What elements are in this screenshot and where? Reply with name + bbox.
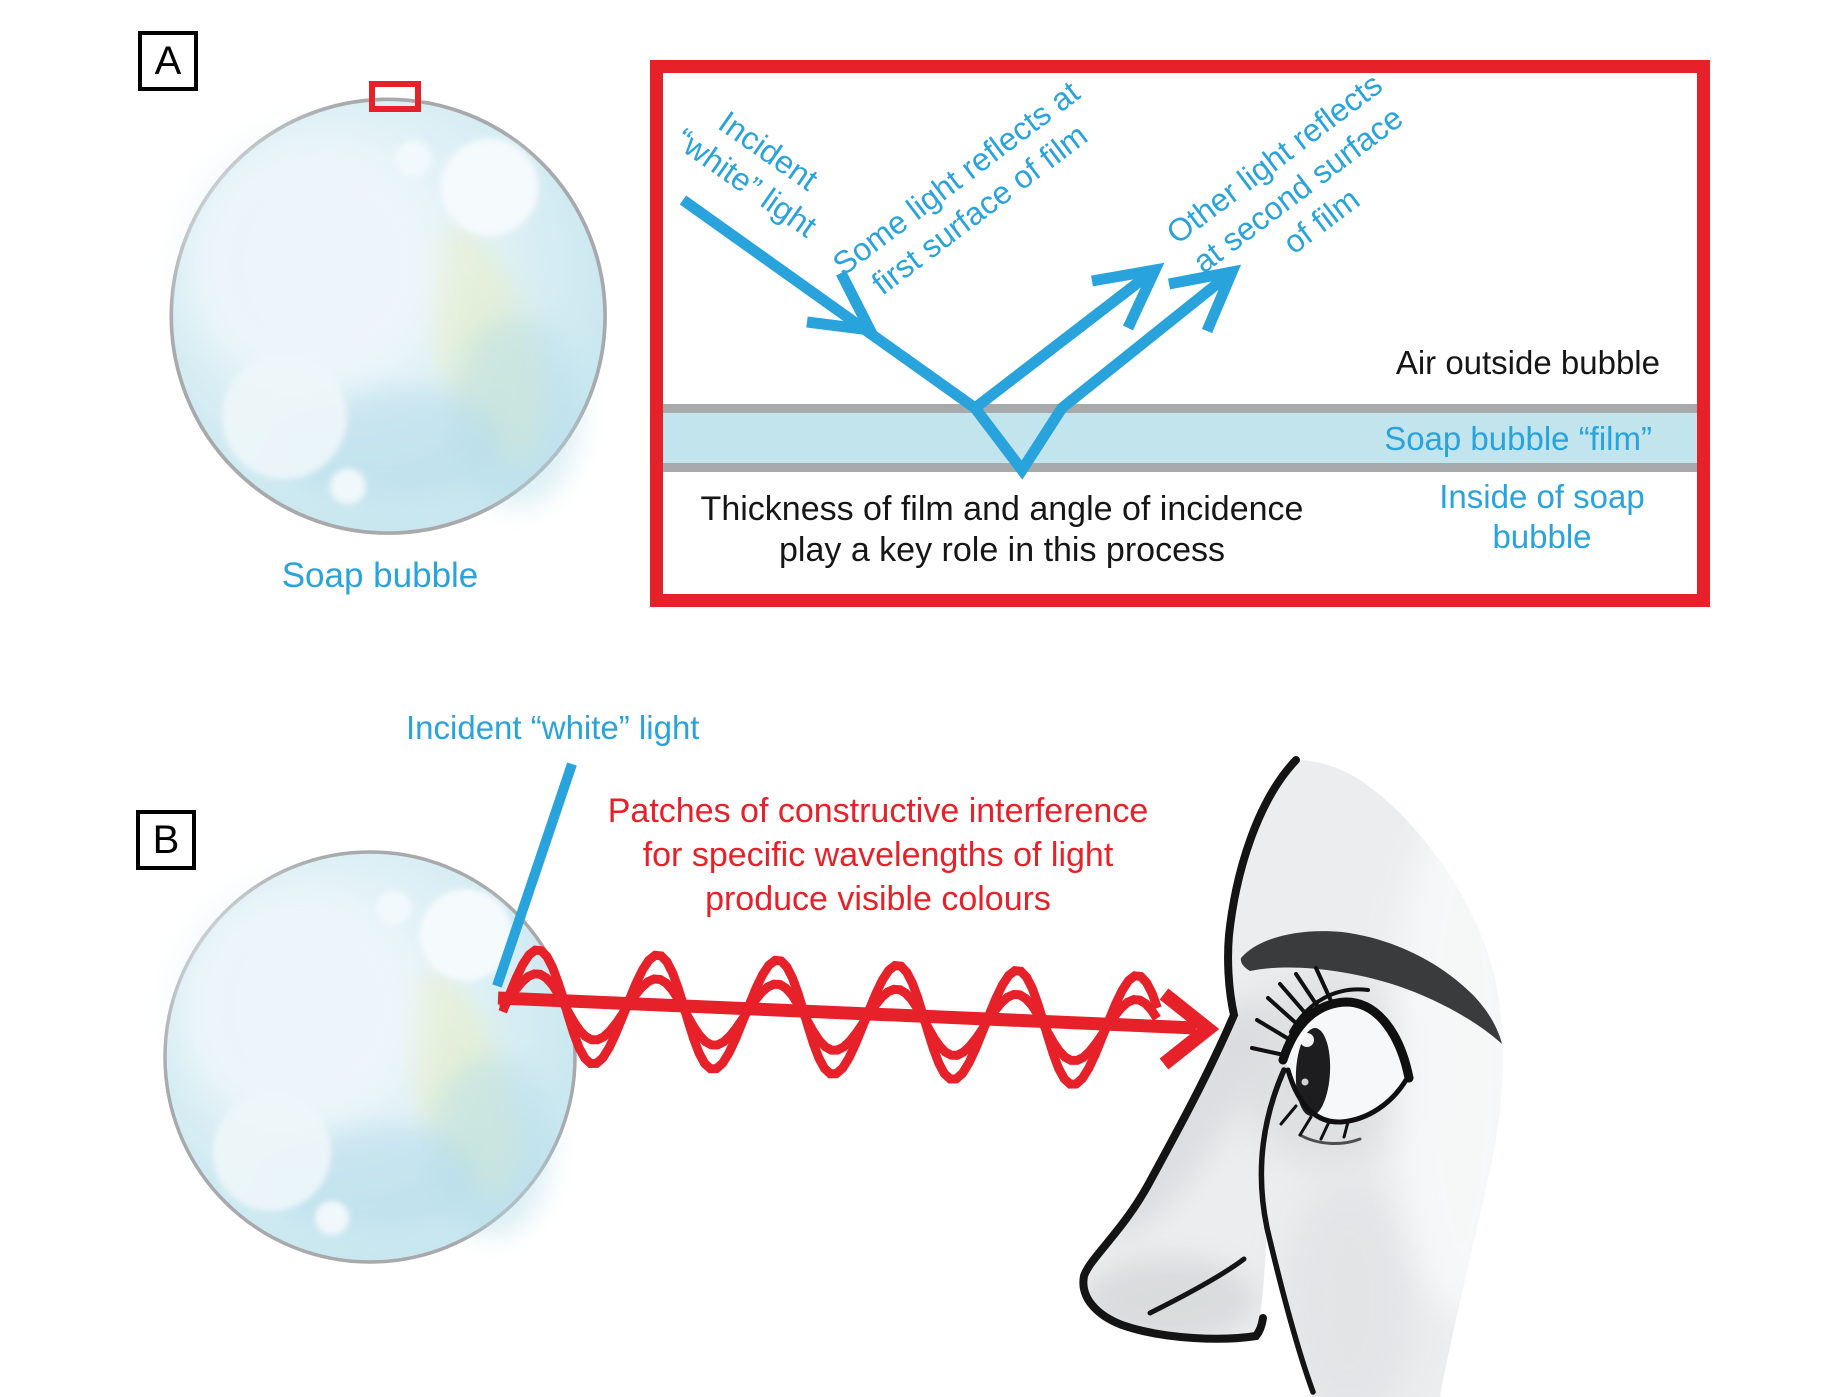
upper-eyelid: [1278, 997, 1414, 1083]
panel-a-label: A: [138, 31, 198, 91]
soap-bubble-a-illustration: [171, 81, 605, 533]
upper-lashes: [1250, 966, 1334, 1057]
lower-eyelid: [1285, 1067, 1409, 1125]
magnified-region-marker: [369, 81, 421, 112]
interference-note-line2: for specific wavelengths of light: [642, 836, 1114, 874]
soap-bubble-b-illustration: [165, 852, 575, 1262]
film-layer-label: Soap bubble “film”: [1384, 420, 1652, 457]
inside-bubble-label-line1: Inside of soap: [1439, 478, 1645, 515]
cheek-line: [1258, 1067, 1316, 1395]
eyebrow: [1240, 931, 1502, 1044]
reflected-ray-first-surface: [971, 262, 1165, 413]
incident-ray-a: [679, 195, 979, 413]
thickness-note-line1: Thickness of film and angle of incidence: [700, 490, 1304, 528]
iris: [1295, 1028, 1331, 1116]
lower-lashes: [1279, 1104, 1350, 1141]
air-outside-label: Air outside bubble: [1395, 344, 1660, 381]
eye-icon: [1250, 966, 1414, 1145]
face-illustration: [1079, 756, 1503, 1397]
interference-note-line3: produce visible colours: [705, 880, 1051, 918]
soap-bubble-caption: Soap bubble: [281, 556, 479, 595]
panel-b-label: B: [136, 810, 196, 870]
film-layer: [660, 413, 1700, 463]
nostril-line: [1147, 1256, 1247, 1316]
incident-light-label-b: Incident “white” light: [406, 709, 700, 746]
wave-arrowhead: [1159, 988, 1220, 1070]
wave-axis-line: [497, 991, 1197, 1035]
inset-box-border: [650, 60, 1710, 607]
thickness-note: Thickness of film and angle of incidence…: [640, 489, 1364, 571]
light-wave-arrow: [497, 945, 1220, 1089]
inner-sine-wave: [499, 969, 1161, 1065]
interference-note-line1: Patches of constructive interference: [607, 792, 1149, 830]
reflected-ray-second-surface: [970, 264, 1242, 480]
thickness-note-line2: play a key role in this process: [779, 531, 1225, 569]
constructive-interference-note: Patches of constructive interference for…: [545, 789, 1211, 921]
under-eye-line: [1298, 1133, 1362, 1145]
second-reflection-arrowhead: [1167, 264, 1242, 334]
first-reflection-arrowhead: [1091, 262, 1165, 331]
inside-bubble-label-line2: bubble: [1492, 518, 1592, 555]
incident-ray-b: [492, 762, 577, 988]
inside-bubble-label: Inside of soap bubble: [1382, 477, 1702, 557]
incident-ray-arrowhead: [806, 270, 880, 337]
film-inset-box: [650, 60, 1710, 607]
profile-outline: [1079, 756, 1300, 1343]
